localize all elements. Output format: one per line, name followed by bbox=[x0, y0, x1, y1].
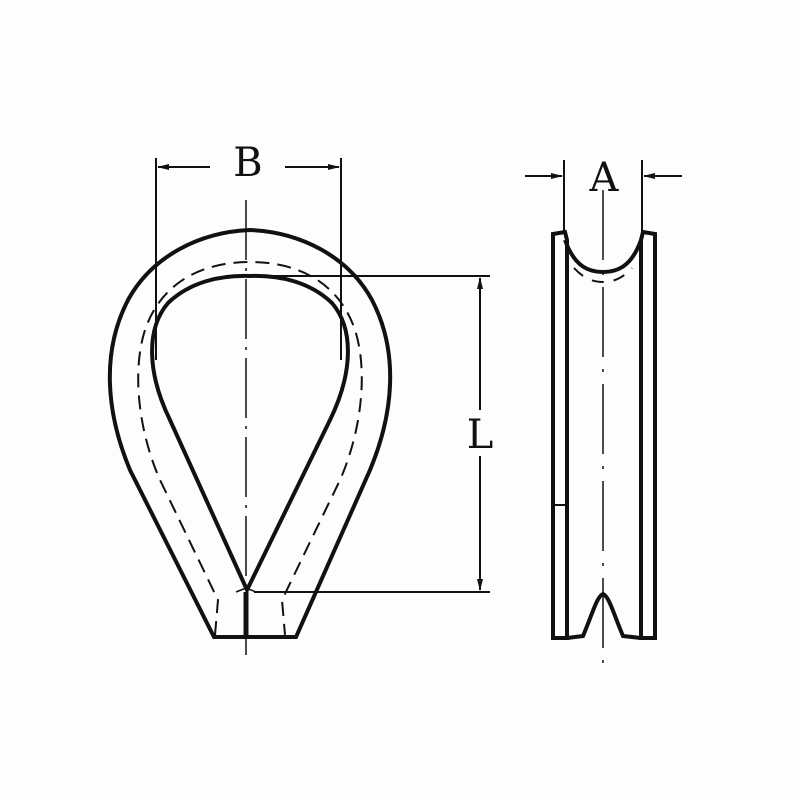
groove-dashed-line bbox=[137, 260, 363, 636]
label-b: B bbox=[233, 140, 263, 186]
right-flange bbox=[639, 229, 657, 640]
outer-contour bbox=[107, 227, 393, 639]
front-view bbox=[107, 200, 393, 655]
label-l: L bbox=[466, 412, 494, 458]
label-a: A bbox=[589, 155, 619, 201]
inner-contour bbox=[150, 273, 350, 595]
dimension-b bbox=[155, 158, 342, 360]
bottom-groove bbox=[566, 591, 642, 640]
dimension-l bbox=[254, 275, 490, 593]
left-flange bbox=[551, 229, 569, 640]
side-view bbox=[551, 190, 657, 668]
dimension-a bbox=[525, 160, 682, 232]
